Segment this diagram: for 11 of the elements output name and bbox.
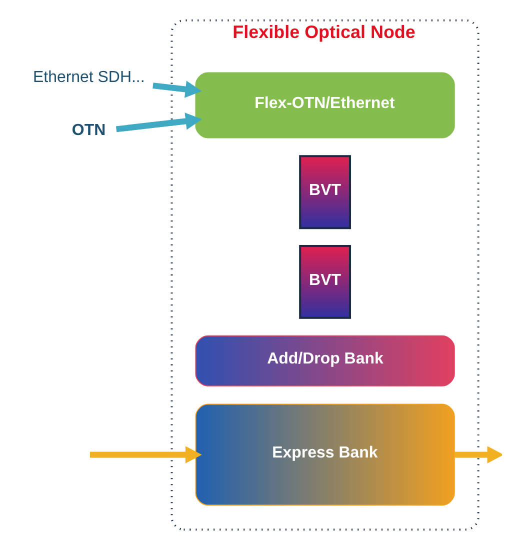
arrow [116, 112, 202, 132]
node-box: BVT [299, 155, 351, 230]
node-box: Flex-OTN/Ethernet [195, 72, 455, 138]
node-box: Add/Drop Bank [195, 335, 455, 386]
arrow [454, 446, 502, 464]
node-text: OTN [72, 122, 106, 140]
node-text: Ethernet SDH... [32, 69, 145, 86]
arrow [152, 80, 202, 98]
node-box: BVT [299, 245, 351, 319]
arrow [90, 446, 202, 464]
node-box: Express Bank [195, 404, 455, 506]
